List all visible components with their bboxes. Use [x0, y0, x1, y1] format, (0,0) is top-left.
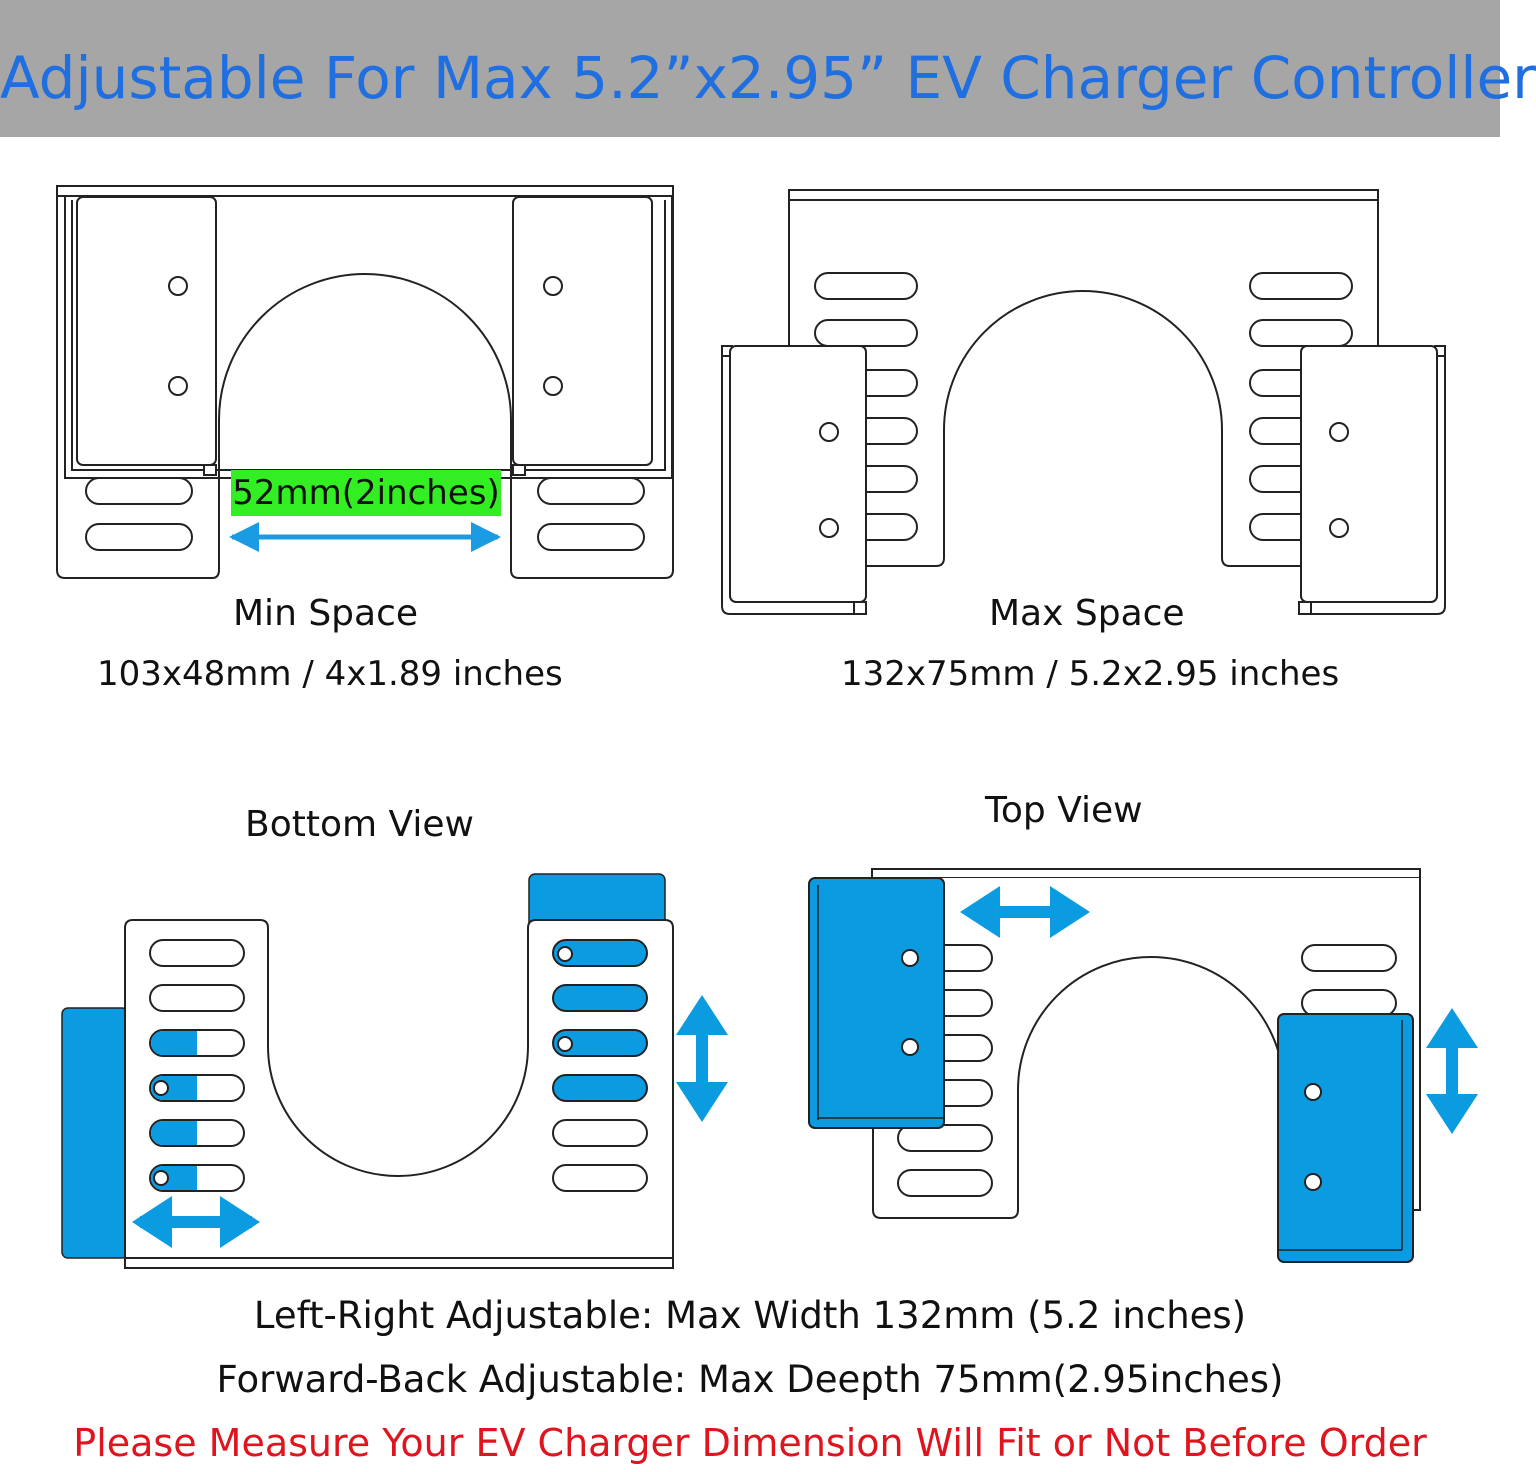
header-banner — [0, 0, 1500, 137]
forward-back-note: Forward-Back Adjustable: Max Deepth 75mm… — [216, 1358, 1284, 1401]
min-space-diagram — [56, 185, 674, 579]
screw-hole — [168, 276, 188, 296]
bracket-diagrams: 52mm(2inches) — [56, 185, 1478, 1269]
bottom-view-diagram — [61, 873, 728, 1269]
screw-hole — [543, 276, 563, 296]
min-space-label: Min Space — [233, 593, 419, 634]
screw-hole — [543, 376, 563, 396]
max-space-label: Max Space — [989, 593, 1185, 634]
measure-warning: Please Measure Your EV Charger Dimension… — [73, 1421, 1427, 1465]
max-space-dimensions: 132x75mm / 5.2x2.95 inches — [841, 654, 1340, 694]
min-space-dimensions: 103x48mm / 4x1.89 inches — [97, 654, 563, 694]
gap-label: 52mm(2inches) — [232, 473, 500, 513]
max-space-diagram — [721, 189, 1446, 615]
page-title: Adjustable For Max 5.2”x2.95” EV Charger… — [0, 44, 1536, 112]
gap-highlight — [231, 470, 501, 516]
top-view-label: Top View — [985, 790, 1143, 831]
left-right-note: Left-Right Adjustable: Max Width 132mm (… — [253, 1294, 1247, 1337]
screw-hole — [168, 376, 188, 396]
bottom-view-label: Bottom View — [245, 804, 474, 845]
top-view-diagram — [808, 868, 1478, 1263]
